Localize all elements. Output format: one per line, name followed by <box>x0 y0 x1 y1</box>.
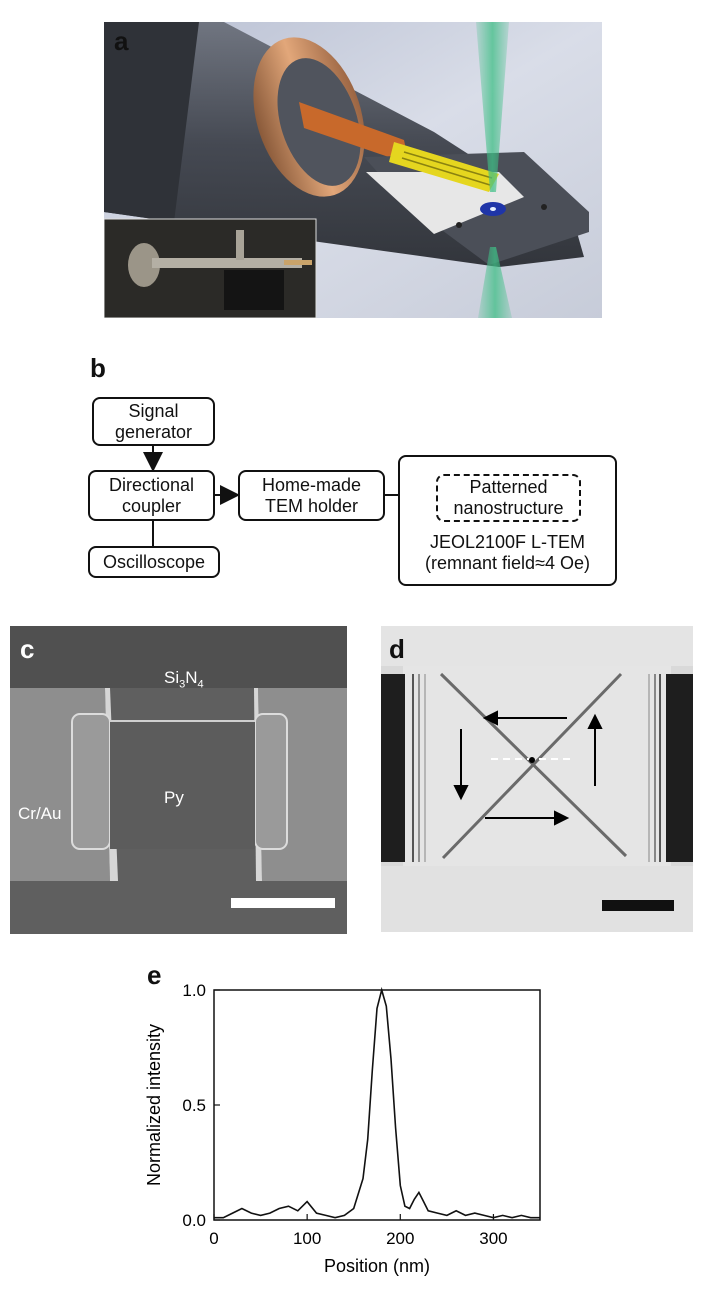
oscilloscope-box: Oscilloscope <box>88 546 220 578</box>
scale-bar-d <box>602 900 674 911</box>
x-axis-label: Position (nm) <box>324 1256 430 1276</box>
y-axis-label: Normalized intensity <box>144 1024 164 1186</box>
x-tick-label: 100 <box>293 1229 321 1248</box>
directional-coupler-box: Directional coupler <box>88 470 215 521</box>
y-tick-label: 0.0 <box>182 1211 206 1230</box>
py-label: Py <box>164 788 184 807</box>
panel-a: a <box>103 22 602 319</box>
nanostructure-label: Patterned nanostructure <box>453 477 564 518</box>
panel-a-letter: a <box>114 26 129 56</box>
cr-au-label: Cr/Au <box>18 804 62 823</box>
directional-coupler-label: Directional coupler <box>108 474 195 516</box>
panel-d-letter: d <box>389 634 405 664</box>
panel-b-letter: b <box>90 353 106 383</box>
x-tick-label: 300 <box>479 1229 507 1248</box>
series-line <box>214 986 540 1219</box>
tem-holder-label: Home-made TEM holder <box>261 474 362 516</box>
si3n4-label: Si3N4 <box>164 668 204 691</box>
signal-generator-label: Signal generator <box>114 400 193 442</box>
x-tick-label: 200 <box>386 1229 414 1248</box>
y-tick-label: 1.0 <box>182 981 206 1000</box>
plot-frame <box>213 989 541 1221</box>
panel-d: d <box>381 626 693 932</box>
ltem-image <box>381 626 693 932</box>
panel-c-letter: c <box>20 634 35 664</box>
tem-holder-rendering <box>103 22 602 319</box>
x-tick-label: 0 <box>209 1229 218 1248</box>
nanostructure-box: Patterned nanostructure <box>436 474 581 522</box>
sem-image <box>10 626 347 934</box>
y-tick-label: 0.5 <box>182 1096 206 1115</box>
intensity-profile-chart: 0 100 200 300 0.0 0.5 1.0 Position (nm) Normal… <box>144 981 541 1276</box>
scale-bar-c <box>231 898 335 908</box>
panel-c: c Si3N4 Py Cr/Au <box>10 626 347 934</box>
microscope-label: JEOL2100F L-TEM (remnant field≈4 Oe) <box>425 532 590 573</box>
oscilloscope-label: Oscilloscope <box>102 551 206 572</box>
tem-holder-box: Home-made TEM holder <box>238 470 385 521</box>
signal-generator-box: Signal generator <box>92 397 215 446</box>
panel-e-letter: e <box>147 960 162 990</box>
